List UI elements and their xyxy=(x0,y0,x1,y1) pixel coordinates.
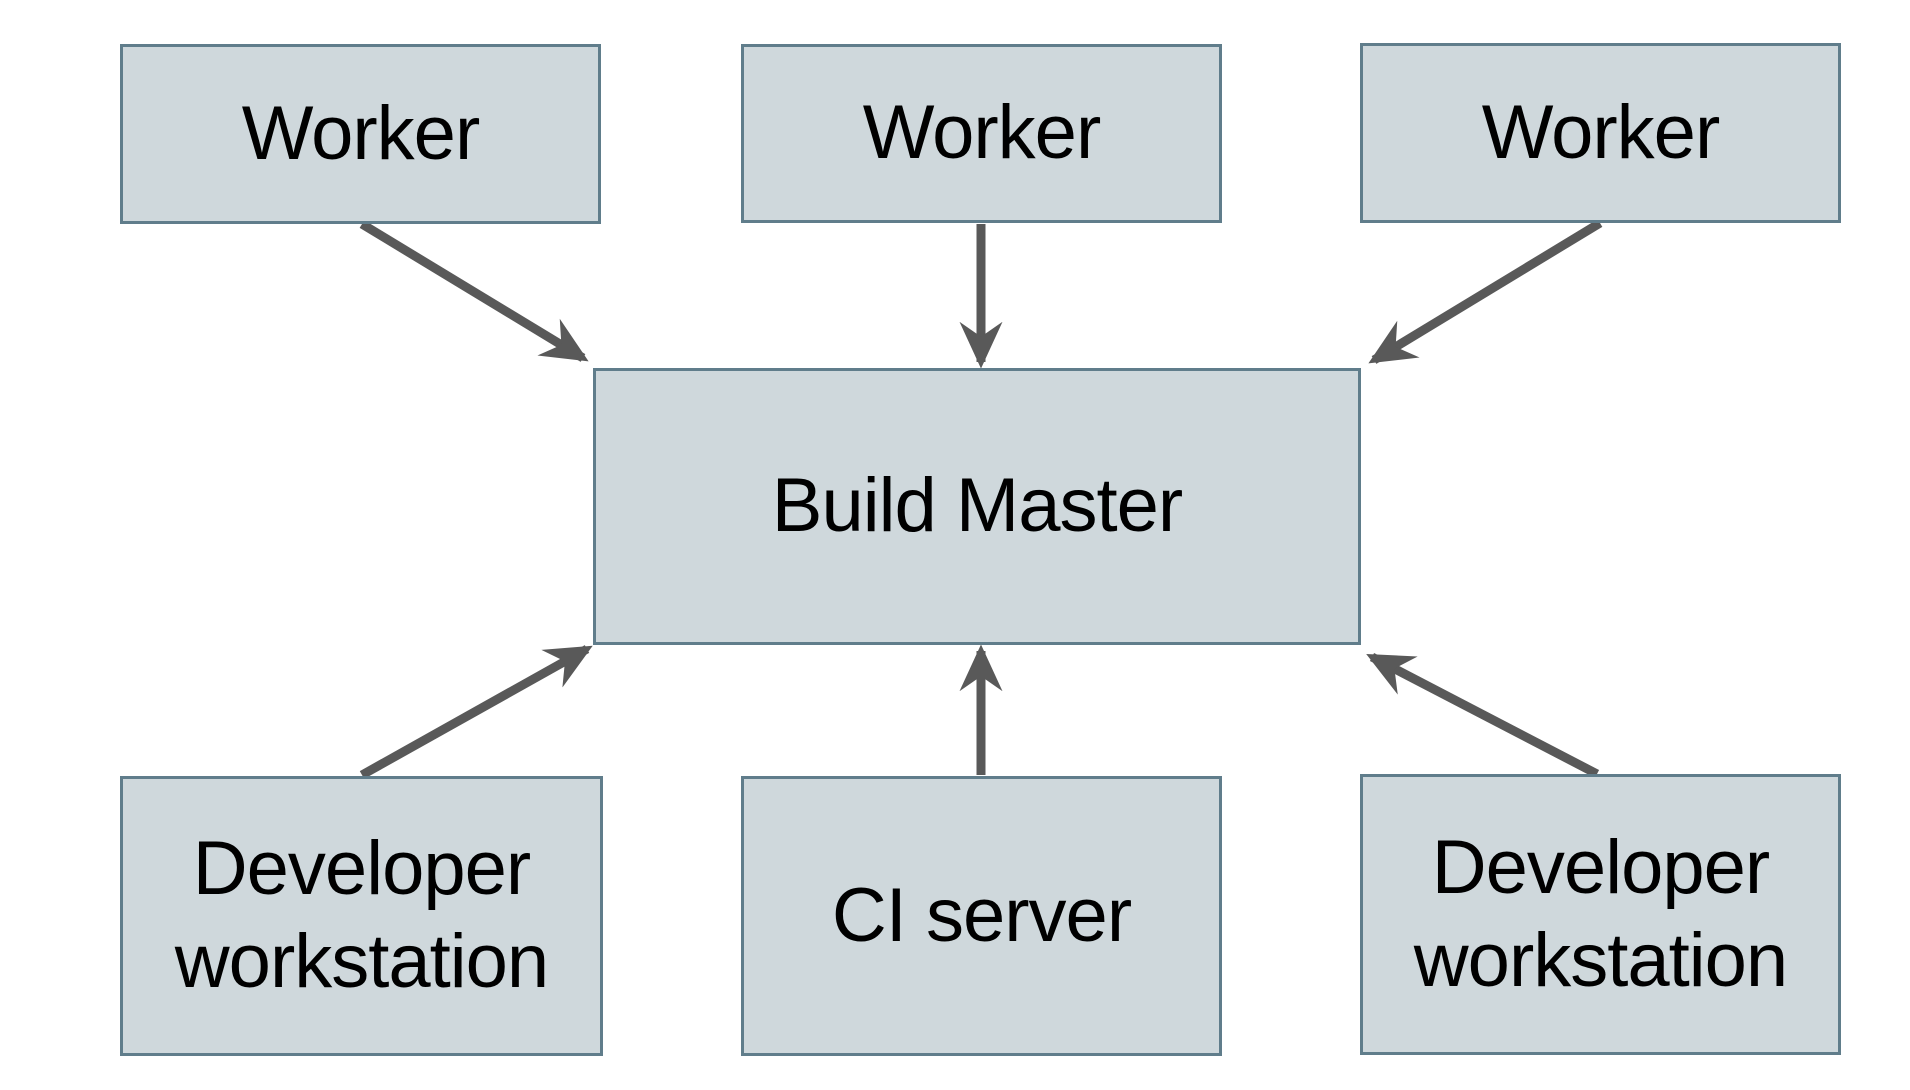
arrow-worker1-to-buildmaster xyxy=(359,220,589,362)
node-ci-server: CI server xyxy=(741,776,1222,1056)
node-developer-workstation-right: Developer workstation xyxy=(1360,774,1841,1055)
node-ci-server-label: CI server xyxy=(831,872,1132,958)
node-build-master: Build Master xyxy=(593,368,1361,645)
arrow-devleft-to-buildmaster xyxy=(359,645,593,779)
arrow-worker3-to-buildmaster xyxy=(1368,219,1603,364)
node-worker-1: Worker xyxy=(120,44,601,224)
node-build-master-label: Build Master xyxy=(771,463,1183,549)
node-worker-3-label: Worker xyxy=(1481,89,1721,175)
arrow-devright-to-buildmaster xyxy=(1366,653,1600,778)
node-developer-workstation-left: Developer workstation xyxy=(120,776,603,1056)
node-worker-1-label: Worker xyxy=(241,90,481,176)
node-worker-2-label: Worker xyxy=(862,90,1102,176)
node-developer-workstation-right-label: Developer workstation xyxy=(1413,824,1788,1003)
node-worker-3: Worker xyxy=(1360,43,1841,223)
node-worker-2: Worker xyxy=(741,44,1222,223)
node-developer-workstation-left-label: Developer workstation xyxy=(174,826,549,1004)
